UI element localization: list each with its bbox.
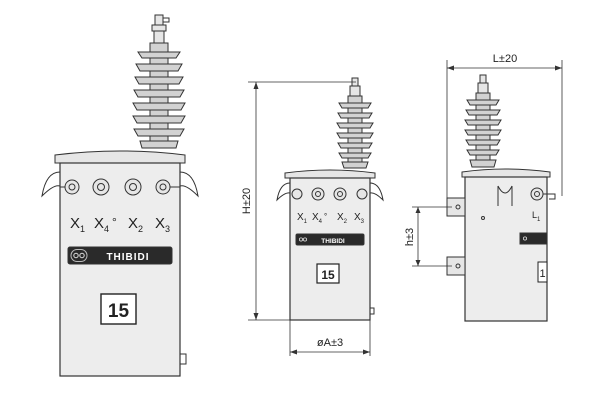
height-dimension: H±20 xyxy=(241,81,356,321)
length-dimension: L±20 xyxy=(446,53,563,198)
brand-text: THIBIDI xyxy=(106,252,149,263)
secondary-terminals xyxy=(60,178,180,196)
lifting-lug-left xyxy=(41,171,61,198)
label-side-terminal: L1 xyxy=(532,210,541,223)
label-x2: X2 xyxy=(128,215,143,234)
tank-body-side xyxy=(464,176,548,322)
lifting-lug-right xyxy=(179,171,199,198)
label-x1-small: X1 xyxy=(297,212,308,225)
porcelain-bushing xyxy=(132,42,186,149)
diameter-dimension-label: øA±3 xyxy=(317,337,343,349)
bracket-dimension-label: h±3 xyxy=(404,228,416,246)
side-view: L1 1 L±20 h±3 xyxy=(404,53,563,322)
diameter-dimension: øA±3 xyxy=(289,320,371,356)
bracket-dimension: h±3 xyxy=(404,206,452,267)
brand-nameplate: THIBIDI xyxy=(67,246,173,265)
unit-number-small: 15 xyxy=(321,268,335,282)
mounting-brackets xyxy=(446,197,466,276)
length-dimension-label: L±20 xyxy=(493,53,517,65)
side-number-plate xyxy=(537,261,548,283)
label-x1: X1 xyxy=(70,215,85,234)
label-x4-small: X4° xyxy=(312,212,327,225)
label-x3-small: X3 xyxy=(354,212,365,225)
porcelain-bushing-small xyxy=(336,95,374,169)
front-view-small: X1 X4° X2 X3 THIBIDI 15 H±20 xyxy=(241,77,384,356)
unit-number-plate xyxy=(100,293,137,325)
height-dimension-label: H±20 xyxy=(241,188,253,214)
ground-lug xyxy=(180,353,187,365)
tank-body xyxy=(59,162,181,377)
bushing-terminal xyxy=(151,14,170,44)
front-view-large: X1 X4° X2 X3 THIBIDI 15 xyxy=(41,14,199,377)
label-x3: X3 xyxy=(155,215,170,234)
tank-cover xyxy=(54,150,186,164)
unit-number: 15 xyxy=(108,301,130,322)
tank-cover-side xyxy=(461,168,551,178)
porcelain-bushing-side xyxy=(464,92,502,168)
unit-number-plate-small xyxy=(316,263,340,284)
label-x2-small: X2 xyxy=(337,212,348,225)
brand-text-small: THIBIDI xyxy=(321,238,345,245)
tank-body-small xyxy=(289,177,371,321)
nameplate-edge xyxy=(519,232,548,245)
label-x4: X4° xyxy=(94,215,117,234)
side-number-text: 1 xyxy=(539,268,545,280)
brand-nameplate-small: THIBIDI xyxy=(295,233,365,246)
tank-cover-small xyxy=(284,169,376,179)
